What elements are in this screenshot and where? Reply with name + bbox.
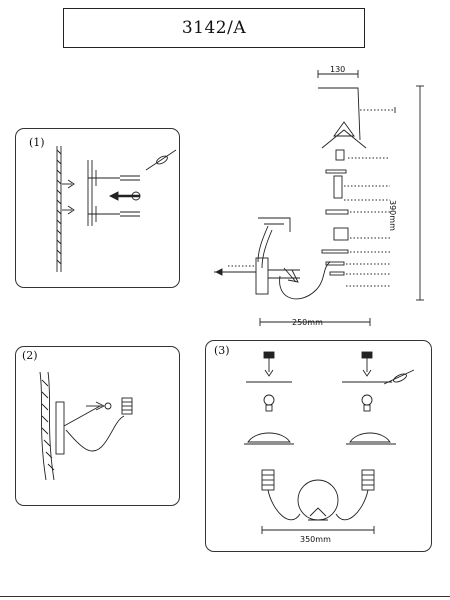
panel-2-drawing <box>39 371 133 481</box>
main-exploded-view <box>214 70 424 326</box>
model-number: 3142/A <box>181 18 247 38</box>
bottom-rule <box>0 596 450 597</box>
title-box: 3142/A <box>63 8 365 48</box>
dim-top-width: 130 <box>330 65 346 74</box>
panel-3-label: (3) <box>214 344 230 357</box>
panel-2-label: (2) <box>22 349 38 362</box>
panel-1-label: (1) <box>29 136 45 149</box>
panel-2 <box>15 346 180 506</box>
dim-bottom-width: 350mm <box>300 535 331 544</box>
panel-1-drawing <box>56 146 177 272</box>
dim-main-width: 250mm <box>292 318 323 327</box>
panel-3 <box>205 340 432 552</box>
panel-1 <box>15 128 180 288</box>
panel-3-drawing <box>244 351 415 534</box>
